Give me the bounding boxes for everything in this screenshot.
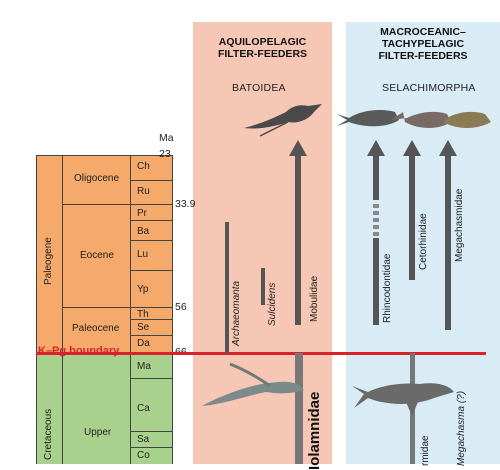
stage-ma: Ma: [137, 361, 151, 372]
stage-ba: Ba: [137, 226, 150, 237]
archaeomanta-range: [225, 222, 229, 353]
filter-feeding-sharks-illustration: [337, 110, 491, 128]
epoch-paleocene: Paleocene: [72, 323, 120, 334]
macroceanic-title: MACROCEANIC– TACHYPELAGIC FILTER-FEEDERS: [378, 26, 468, 62]
age-56: 56: [175, 301, 187, 313]
taxon-cetorhinidae: Cetorhinidae: [418, 213, 429, 270]
manta-ray-illustration: [244, 104, 322, 137]
megachasma-shark-illustration: [352, 383, 454, 416]
taxon-mobulidae: Mobulidae: [309, 275, 320, 322]
stage-co: Co: [137, 450, 150, 461]
stage-pr: Pr: [137, 208, 147, 219]
taxon-rhincodontidae: Rhincodontidae: [382, 253, 393, 324]
taxon-lamniform-fragment: rmidae: [420, 435, 431, 466]
paleogene-block: [36, 155, 173, 353]
stage-lu: Lu: [137, 249, 149, 260]
kpg-boundary-label: K–Pg boundary: [38, 345, 120, 357]
epoch-eocene: Eocene: [80, 250, 114, 261]
period-cretaceous: Cretaceous: [43, 408, 54, 460]
iolamnid-ray-illustration: [202, 362, 304, 406]
age-23: 23: [159, 148, 171, 160]
age-unit: Ma: [159, 132, 174, 144]
stage-yp: Yp: [137, 284, 149, 295]
stage-ch: Ch: [137, 161, 150, 172]
taxon-sulcidens: Sulcidens: [267, 282, 278, 326]
sulcidens-range: [261, 268, 265, 305]
iolamnidae-range: [295, 353, 303, 464]
age-33-9: 33.9: [175, 198, 196, 210]
mobulidae-arrow: [289, 140, 307, 325]
taxon-archaeomanta: Archaeomanta: [231, 280, 242, 346]
taxon-megachasmidae: Megachasmidae: [454, 188, 465, 262]
epoch-oligocene: Oligocene: [74, 173, 120, 184]
kpg-boundary-line: [36, 352, 486, 355]
megachasmidae-arrow: [439, 140, 457, 330]
selachimorpha-label: SELACHIMORPHA: [382, 82, 476, 94]
rhincodontidae-arrow: [367, 140, 385, 325]
cetorhinidae-arrow: [403, 140, 421, 280]
stage-ru: Ru: [137, 186, 150, 197]
cretaceous-block: [36, 353, 173, 464]
epoch-upper: Upper: [84, 427, 112, 438]
stage-da: Da: [137, 338, 150, 349]
batoidea-label: BATOIDEA: [232, 82, 286, 94]
stage-se: Se: [137, 322, 150, 333]
stage-sa: Sa: [137, 434, 150, 445]
stage-ca: Ca: [137, 403, 150, 414]
stage-th: Th: [137, 309, 149, 320]
period-paleogene: Paleogene: [43, 237, 54, 285]
aquilopelagic-title: AQUILOPELAGIC FILTER-FEEDERS: [217, 36, 308, 60]
